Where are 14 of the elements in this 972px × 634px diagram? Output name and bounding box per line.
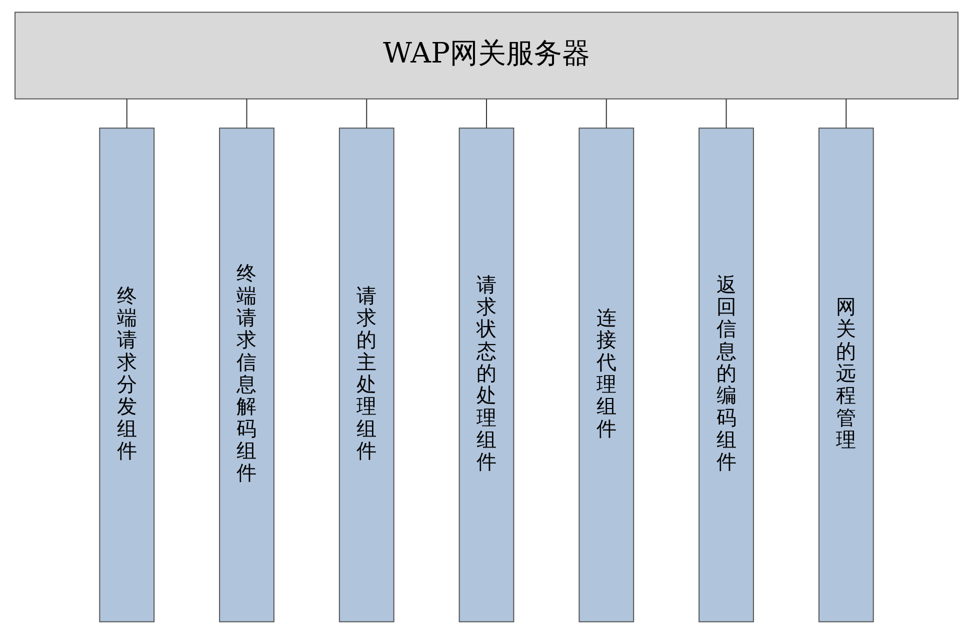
node-box: WAP网关服务器	[14, 12, 958, 100]
connector	[725, 98, 726, 128]
connector	[845, 98, 846, 128]
node-box: 网关的远程管理	[818, 128, 874, 622]
connector	[605, 98, 606, 128]
node-box: 连接代理组件	[578, 128, 634, 622]
connector	[366, 98, 367, 128]
connector	[126, 98, 127, 128]
connector	[246, 98, 247, 128]
node-box: 请求的主处理组件	[338, 128, 394, 622]
node-box: 返回信息的编码组件	[698, 128, 754, 622]
node-box: 终端请求分发组件	[98, 128, 154, 622]
node-box: 请求状态的处理组件	[458, 128, 514, 622]
node-box: 终端请求信息解码组件	[218, 128, 274, 622]
